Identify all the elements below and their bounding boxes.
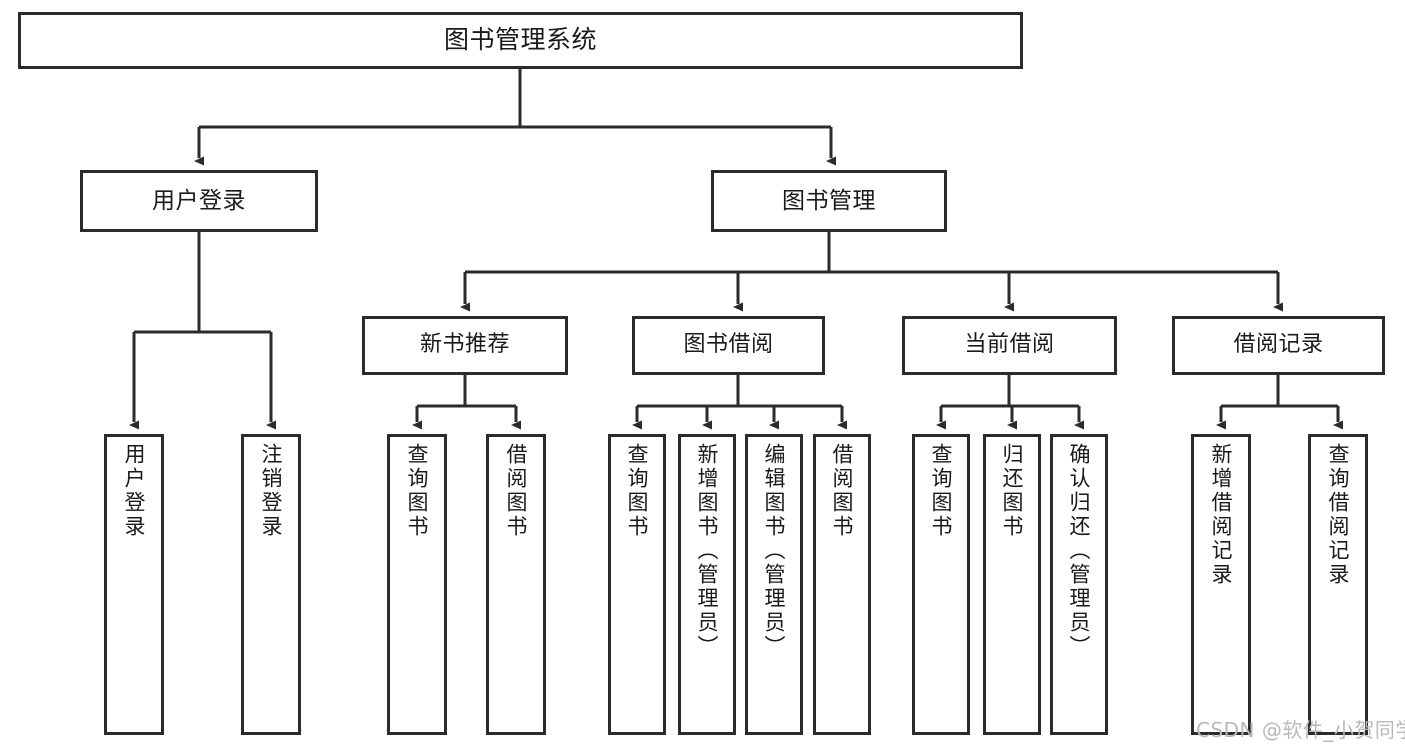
node-root[interactable]: 图书管理系统	[18, 12, 1023, 69]
node-root-label: 图书管理系统	[443, 25, 597, 55]
leaf-user-login[interactable]: 用户登录	[104, 434, 164, 735]
leaf-borrow-book[interactable]: 借阅图书	[813, 434, 871, 735]
leaf-query-books-borrow-label: 查询图书	[625, 443, 650, 539]
node-user-login[interactable]: 用户登录	[80, 170, 318, 232]
leaf-query-books-recommend-label: 查询图书	[405, 443, 430, 539]
leaf-return-book[interactable]: 归还图书	[983, 434, 1041, 735]
csdn-watermark: CSDN @软件_小贺同学	[1196, 718, 1405, 742]
node-new-book-recommend-label: 新书推荐	[419, 332, 510, 358]
node-borrow-record[interactable]: 借阅记录	[1172, 316, 1385, 375]
leaf-return-book-label: 归还图书	[1000, 443, 1025, 539]
node-user-login-label: 用户登录	[152, 187, 246, 214]
leaf-confirm-return-admin[interactable]: 确认归还（管理员）	[1050, 434, 1108, 735]
leaf-query-books-borrow[interactable]: 查询图书	[608, 434, 666, 735]
leaf-query-borrow-record[interactable]: 查询借阅记录	[1308, 434, 1368, 735]
leaf-borrow-books-recommend-label: 借阅图书	[504, 443, 529, 539]
node-new-book-recommend[interactable]: 新书推荐	[362, 316, 568, 375]
node-book-management[interactable]: 图书管理	[711, 170, 947, 232]
leaf-add-borrow-record[interactable]: 新增借阅记录	[1191, 434, 1251, 735]
leaf-add-book-admin-label: 新增图书（管理员）	[695, 443, 720, 659]
leaf-confirm-return-admin-label: 确认归还（管理员）	[1067, 443, 1092, 659]
node-borrow-record-label: 借阅记录	[1233, 332, 1324, 358]
leaf-user-logout[interactable]: 注销登录	[241, 434, 301, 735]
leaf-user-logout-label: 注销登录	[259, 443, 284, 539]
leaf-edit-book-admin[interactable]: 编辑图书（管理员）	[745, 434, 803, 735]
node-current-borrow-label: 当前借阅	[964, 332, 1055, 358]
leaf-edit-book-admin-label: 编辑图书（管理员）	[762, 443, 787, 659]
leaf-borrow-book-label: 借阅图书	[830, 443, 855, 539]
leaf-user-login-label: 用户登录	[122, 443, 147, 539]
leaf-add-book-admin[interactable]: 新增图书（管理员）	[678, 434, 736, 735]
leaf-query-books-current-label: 查询图书	[929, 443, 954, 539]
node-book-management-label: 图书管理	[782, 187, 876, 214]
leaf-query-books-recommend[interactable]: 查询图书	[387, 434, 447, 735]
node-book-borrow-label: 图书借阅	[683, 332, 774, 358]
leaf-query-books-current[interactable]: 查询图书	[912, 434, 970, 735]
leaf-add-borrow-record-label: 新增借阅记录	[1209, 443, 1234, 587]
node-book-borrow[interactable]: 图书借阅	[632, 316, 825, 375]
node-current-borrow[interactable]: 当前借阅	[902, 316, 1117, 375]
leaf-query-borrow-record-label: 查询借阅记录	[1326, 443, 1351, 587]
leaf-borrow-books-recommend[interactable]: 借阅图书	[486, 434, 546, 735]
